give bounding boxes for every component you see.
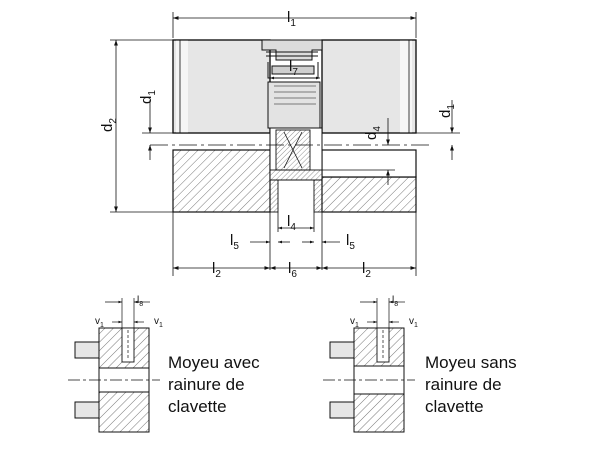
main-dimensions <box>110 12 460 276</box>
dim-label-d1-left: d1 <box>138 90 158 104</box>
spider-jaws <box>261 39 323 129</box>
caption-without-keyway-line1: Moyeu sans <box>425 353 517 372</box>
dim-label-l1: l1 <box>287 9 296 29</box>
caption-with-keyway-line1: Moyeu avec <box>168 353 260 372</box>
left-hub-upper <box>172 39 271 134</box>
dim-label-l6: l6 <box>288 260 297 280</box>
caption-with-keyway-line3: clavette <box>168 397 227 416</box>
dim-label-l4: l4 <box>287 213 296 233</box>
hub-without-keyway-view <box>323 327 415 433</box>
caption-without-keyway-line3: clavette <box>425 397 484 416</box>
keyway-dimensions <box>105 298 150 328</box>
no-keyway-dimensions <box>360 298 405 328</box>
hub-with-keyway-view <box>68 327 160 433</box>
right-hub-section <box>321 176 417 213</box>
dim-label-d4: d4 <box>363 126 383 140</box>
caption-with-keyway: Moyeu avec rainure de clavette <box>168 352 260 418</box>
dim-label-l2-left: l2 <box>212 260 221 280</box>
dim-label-l5-left: l5 <box>230 232 239 252</box>
caption-without-keyway-line2: rainure de <box>425 375 502 394</box>
dim-label-l5-right: l5 <box>346 232 355 252</box>
dim-label-l2-right: l2 <box>362 260 371 280</box>
dim-label-d2: d2 <box>99 118 119 132</box>
dim-label-v1-right-b: v1 <box>409 316 418 329</box>
dim-label-v1-left-a: v1 <box>95 316 104 329</box>
dim-label-l7: l7 <box>289 58 298 78</box>
dim-label-v1-left-b: v1 <box>154 316 163 329</box>
dim-label-l8-right: l8 <box>392 295 398 308</box>
main-coupling-view <box>150 39 430 213</box>
left-hub-section <box>172 149 271 213</box>
dim-label-d1-right: d1 <box>437 104 457 118</box>
dim-label-l8-left: l8 <box>137 295 143 308</box>
caption-without-keyway: Moyeu sans rainure de clavette <box>425 352 517 418</box>
caption-with-keyway-line2: rainure de <box>168 375 245 394</box>
dim-label-v1-right-a: v1 <box>350 316 359 329</box>
